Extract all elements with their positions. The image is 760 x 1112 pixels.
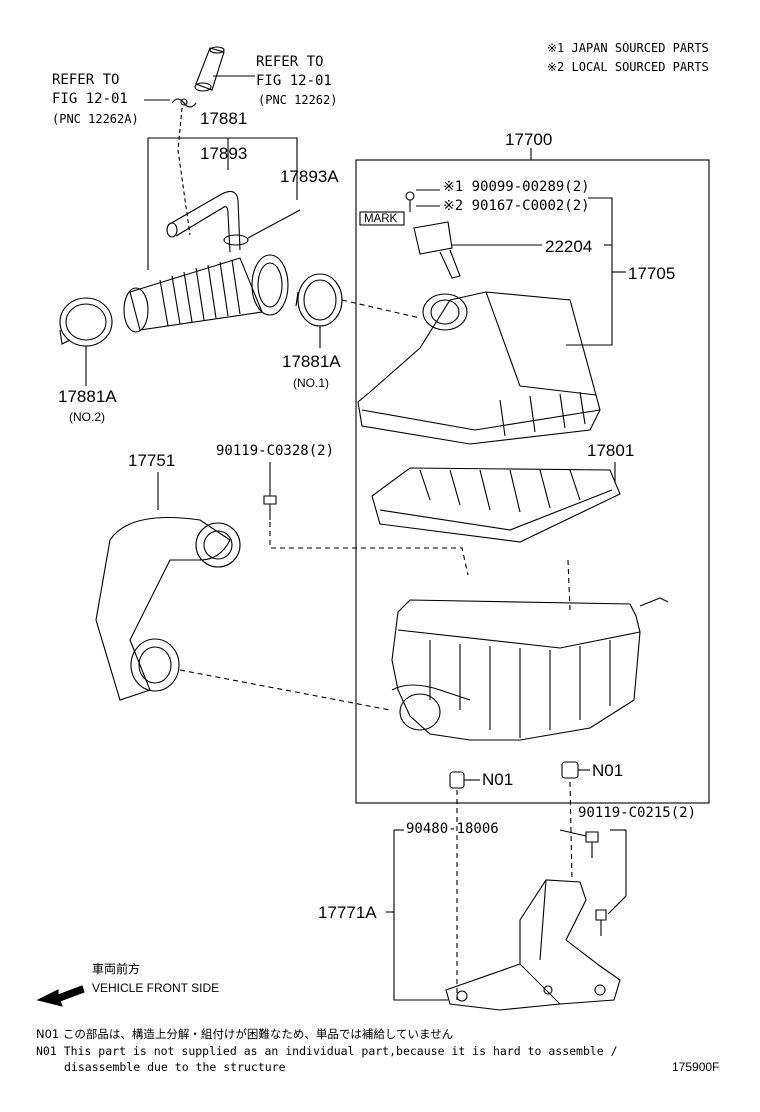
clamp-17893A	[223, 209, 301, 246]
ref-right-line2: FIG 12-01	[256, 73, 332, 89]
hose-pipe-12262	[194, 46, 255, 92]
front-en: VEHICLE FRONT SIDE	[92, 981, 220, 995]
label-N01-a: N01	[482, 770, 514, 789]
label-90480: 90480-18006	[406, 821, 499, 837]
label-17893: 17893	[200, 144, 248, 163]
rubber-N01-a	[449, 771, 480, 789]
label-N01-b: N01	[592, 761, 624, 780]
label-90119-C0215: 90119-C0215(2)	[578, 805, 697, 821]
label-17700: 17700	[505, 130, 553, 149]
label-90099: ※1 90099-00289(2)	[443, 179, 590, 195]
label-no1: (NO.1)	[293, 376, 329, 390]
air-cleaner-case	[391, 597, 669, 741]
front-arrow-icon	[36, 985, 85, 1007]
legend-local: ※2 LOCAL SOURCED PARTS	[547, 60, 709, 74]
figure-id: 175900F	[672, 1060, 720, 1074]
label-90167: ※2 90167-C0002(2)	[443, 198, 590, 214]
ref-left-line2: FIG 12-01	[52, 91, 128, 107]
bracket-17771A	[386, 829, 621, 1011]
ref-left-line1: REFER TO	[52, 72, 120, 88]
intake-hose-17881	[123, 254, 289, 333]
bolt-90119-C0215	[456, 781, 627, 1000]
label-17881A-no2: 17881A	[58, 387, 117, 406]
rubber-N01-b	[561, 761, 590, 779]
airflow-sensor-22204	[413, 221, 542, 279]
ref-left-line3: (PNC 12262A)	[52, 112, 139, 126]
bolt-90119-C0328	[263, 462, 571, 611]
label-17893A: 17893A	[280, 167, 339, 186]
hose-17893	[166, 190, 241, 253]
air-duct-17751	[95, 472, 391, 711]
air-filter-17801	[371, 462, 621, 543]
assembly-box-17700	[355, 159, 710, 804]
label-22204: 22204	[545, 237, 593, 256]
label-mark: MARK	[364, 213, 398, 225]
label-17881: 17881	[200, 109, 248, 128]
label-17881A-no1: 17881A	[282, 352, 341, 371]
clamp-17881A-no2	[59, 297, 113, 386]
label-17771A: 17771A	[318, 903, 377, 922]
label-no2: (NO.2)	[69, 410, 105, 424]
sensor-screw	[405, 189, 440, 212]
note-jp: N01 この部品は、構造上分解・組付けが困難なため、単品では補給していません	[36, 1027, 454, 1041]
clip-12262A	[144, 98, 197, 236]
front-jp: 車両前方	[92, 962, 141, 976]
ref-right-line1: REFER TO	[256, 54, 324, 70]
note-en-line2: disassemble due to the structure	[64, 1060, 286, 1074]
air-cleaner-cap	[357, 291, 601, 445]
clamp-17881A-no1	[295, 273, 421, 348]
label-17751: 17751	[128, 451, 176, 470]
label-90119-C0328: 90119-C0328(2)	[216, 443, 335, 459]
ref-right-line3: (PNC 12262)	[258, 93, 338, 107]
mark-box	[359, 211, 405, 226]
note-en-line1: N01 This part is not supplied as an indi…	[36, 1044, 618, 1058]
label-17705: 17705	[628, 264, 676, 283]
label-17801: 17801	[587, 441, 635, 460]
legend-japan: ※1 JAPAN SOURCED PARTS	[547, 41, 709, 55]
